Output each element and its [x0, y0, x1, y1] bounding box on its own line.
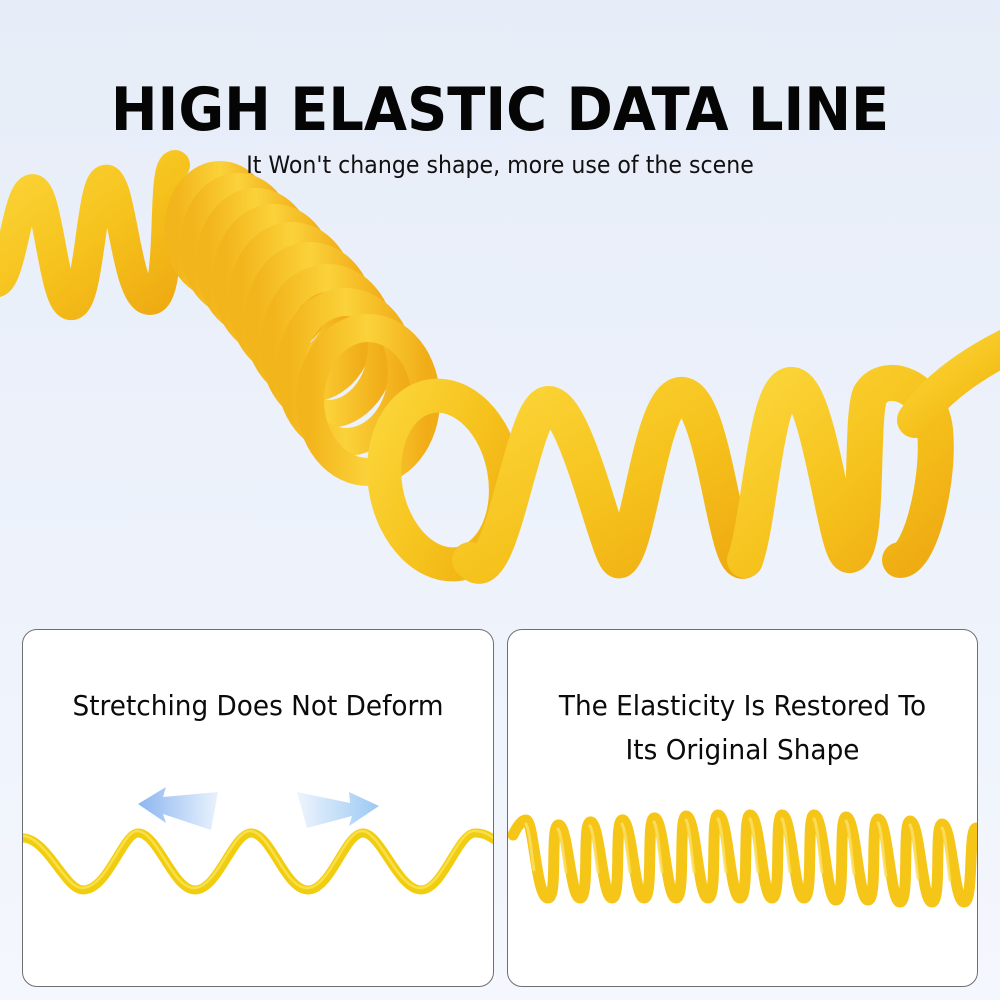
card-title: Stretching Does Not Deform: [72, 689, 444, 722]
yellow-coiled-cable-icon: [0, 150, 1000, 584]
compressed-coil-cable-icon: [508, 809, 977, 908]
card-title-line2: Its Original Shape: [625, 733, 860, 766]
card-title-line1: The Elasticity Is Restored To: [558, 689, 927, 722]
elasticity-card: The Elasticity Is Restored To Its Origin…: [507, 629, 978, 987]
stretching-card: Stretching Does Not Deform: [22, 629, 494, 987]
arrow-left-icon: [138, 787, 218, 830]
arrow-right-icon: [297, 792, 379, 828]
page-subtitle: It Won't change shape, more use of the s…: [246, 151, 754, 179]
stretched-wave-cable-icon: [23, 787, 493, 895]
card-title: The Elasticity Is Restored To Its Origin…: [522, 684, 963, 772]
page-title: HIGH ELASTIC DATA LINE: [110, 75, 890, 145]
